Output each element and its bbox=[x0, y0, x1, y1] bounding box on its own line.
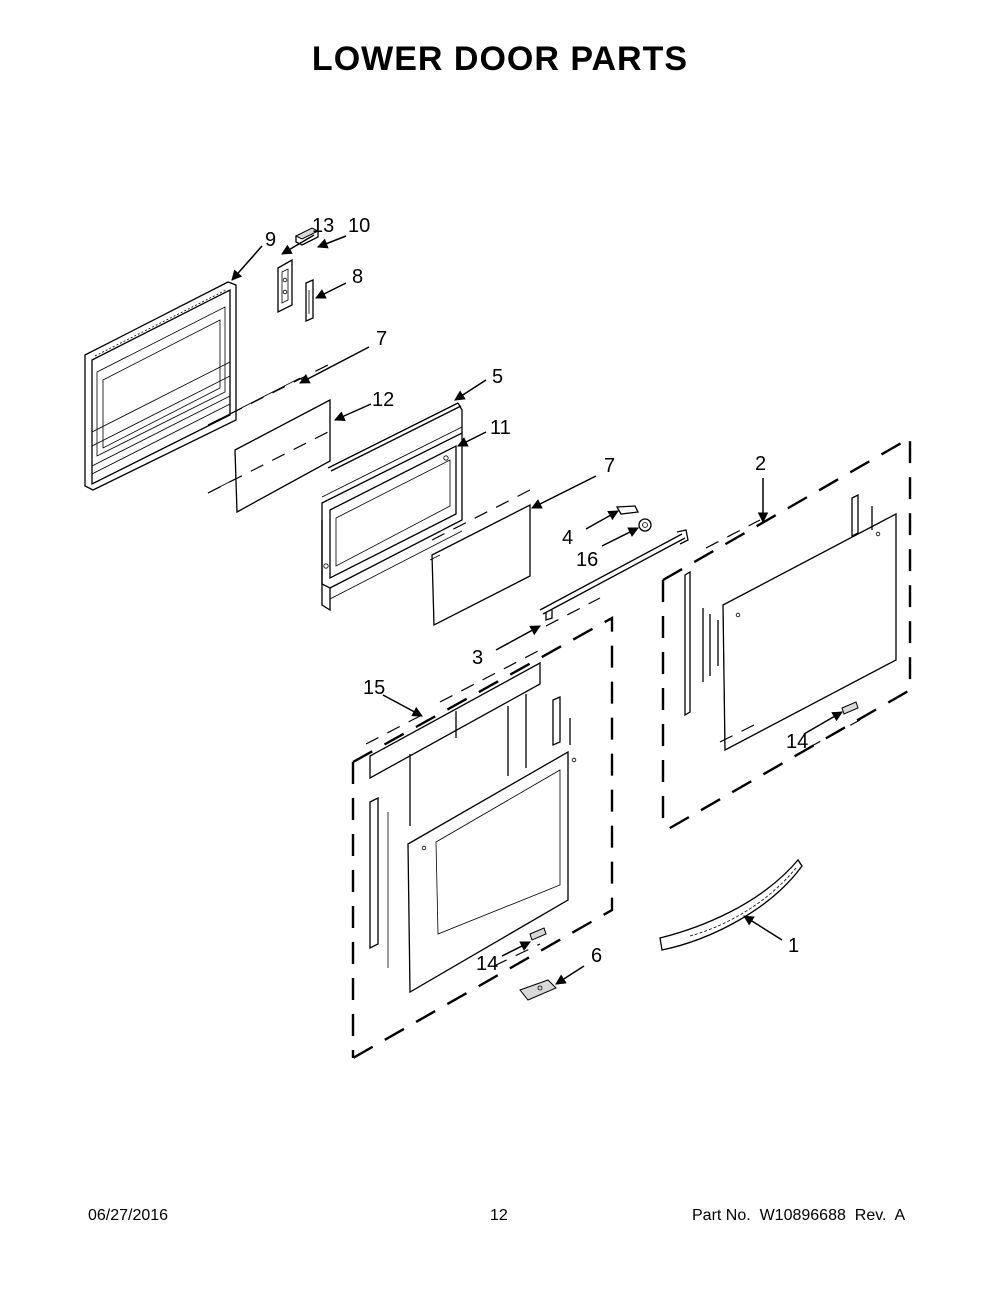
callout-1: 1 bbox=[788, 935, 799, 957]
part-13-hinge-bracket bbox=[277, 258, 293, 314]
part-3-bracket-rail bbox=[539, 529, 689, 621]
callout-4: 4 bbox=[562, 527, 573, 549]
callout-9: 9 bbox=[265, 229, 276, 251]
callout-10: 10 bbox=[348, 215, 370, 237]
callout-11: 11 bbox=[490, 417, 511, 439]
footer-page-number: 12 bbox=[490, 1207, 508, 1224]
part-16-washer bbox=[638, 518, 652, 532]
callout-14-left: 14 bbox=[476, 953, 498, 975]
callout-labels: 9 13 10 8 7 12 5 11 7 2 4 16 3 15 14 14 … bbox=[265, 215, 808, 975]
callout-15: 15 bbox=[363, 677, 385, 699]
callout-6: 6 bbox=[591, 945, 602, 967]
footer-date: 06/27/2016 bbox=[88, 1207, 169, 1224]
part-1-door-handle bbox=[659, 858, 803, 951]
callout-12: 12 bbox=[372, 389, 394, 411]
part-7-glass-pane-lower bbox=[429, 503, 531, 627]
part-6-end-cap bbox=[519, 979, 557, 1001]
part-8-hinge-pin bbox=[305, 279, 314, 322]
part-5-frame-rod bbox=[327, 402, 462, 472]
callout-5: 5 bbox=[492, 366, 503, 388]
assembly-guide-lines bbox=[207, 363, 861, 967]
part-9-inner-door-panel bbox=[84, 281, 237, 491]
callout-2: 2 bbox=[755, 453, 766, 475]
footer-part-number: Part No. W10896688 Rev. A bbox=[692, 1207, 906, 1224]
callout-7-lower: 7 bbox=[604, 455, 615, 477]
part-10-hinge-cap bbox=[294, 227, 320, 246]
callout-14-right: 14 bbox=[786, 731, 808, 753]
part-14-screw-right bbox=[841, 701, 859, 715]
callout-13: 13 bbox=[312, 215, 334, 237]
callout-leaders bbox=[231, 234, 843, 985]
part-11-door-frame bbox=[321, 402, 463, 612]
part-4-pin bbox=[615, 505, 639, 515]
callout-8: 8 bbox=[352, 266, 363, 288]
part-14-screw-left bbox=[529, 927, 547, 941]
page-title: LOWER DOOR PARTS bbox=[311, 40, 689, 78]
callout-16: 16 bbox=[576, 549, 598, 571]
callout-7-upper: 7 bbox=[376, 328, 387, 350]
part-15-door-front-assembly bbox=[351, 615, 614, 1060]
callout-3: 3 bbox=[472, 647, 483, 669]
part-2-outer-door-assembly bbox=[661, 435, 912, 834]
